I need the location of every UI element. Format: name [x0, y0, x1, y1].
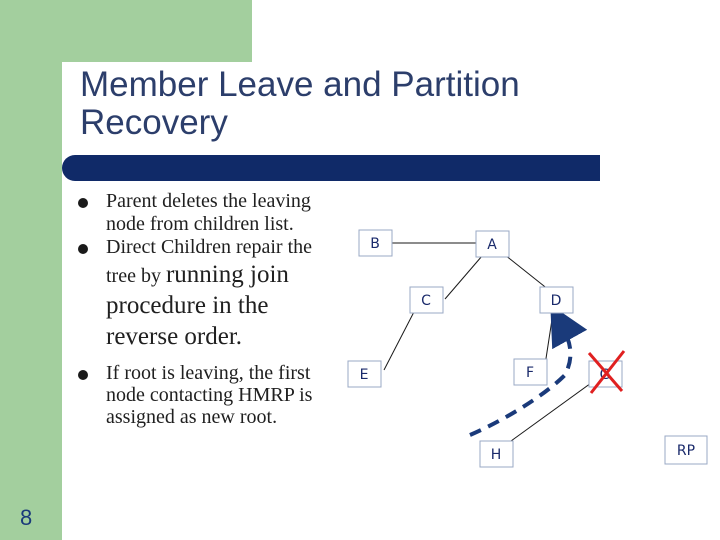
- node-a: A: [475, 230, 510, 258]
- node-c-label: C: [421, 293, 431, 309]
- node-f-label: F: [526, 365, 534, 381]
- bullet-item: Direct Children repair the tree by runni…: [78, 236, 328, 352]
- node-d: D: [539, 286, 574, 314]
- edge-f-d: [544, 312, 554, 366]
- node-e: E: [347, 360, 382, 388]
- node-b-label: B: [370, 236, 380, 252]
- bullet-dot: [78, 198, 88, 208]
- node-c-box: [409, 286, 444, 314]
- left-accent-band: [0, 0, 62, 540]
- bullet-dot: [78, 244, 88, 254]
- repair-path-arrow: [469, 304, 588, 437]
- node-a-box: [475, 230, 510, 258]
- node-b: B: [358, 229, 393, 257]
- edge-c-a: [444, 255, 483, 300]
- node-e-label: E: [360, 367, 369, 383]
- node-rp-box: [664, 435, 708, 465]
- node-f-box: [513, 358, 548, 386]
- node-h-box: [479, 440, 514, 468]
- slide-title: Member Leave and Partition Recovery: [80, 65, 520, 142]
- top-accent-band: [0, 0, 252, 62]
- node-b-box: [358, 229, 393, 257]
- node-h-label: H: [491, 447, 502, 463]
- node-rp: RP: [664, 435, 708, 465]
- node-f: F: [513, 358, 548, 386]
- bullet-text-large: running join procedure in the reverse or…: [106, 261, 289, 350]
- node-d-label: D: [551, 293, 562, 309]
- title-divider-bar: [62, 155, 600, 181]
- edge-a-d: [504, 254, 550, 291]
- node-e-box: [347, 360, 382, 388]
- bullet-list: Parent deletes the leaving node from chi…: [78, 190, 328, 428]
- bullet-item: If root is leaving, the first node conta…: [78, 362, 328, 428]
- slide-number: 8: [20, 505, 33, 530]
- node-d-box: [539, 286, 574, 314]
- node-rp-label: RP: [677, 443, 695, 459]
- edge-e-c: [383, 307, 417, 371]
- bullet-text: If root is leaving, the first node conta…: [106, 362, 313, 428]
- node-c: C: [409, 286, 444, 314]
- node-h: H: [479, 440, 514, 468]
- leaving-node-cross-icon: [587, 350, 626, 394]
- bullet-text: Parent deletes the leaving node from chi…: [106, 190, 311, 235]
- bullet-text: Direct Children repair the tree by: [106, 236, 313, 287]
- node-a-label: A: [487, 237, 497, 253]
- bullet-dot: [78, 370, 88, 380]
- bullet-item: Parent deletes the leaving node from chi…: [78, 190, 328, 236]
- edge-h-g: [510, 377, 599, 442]
